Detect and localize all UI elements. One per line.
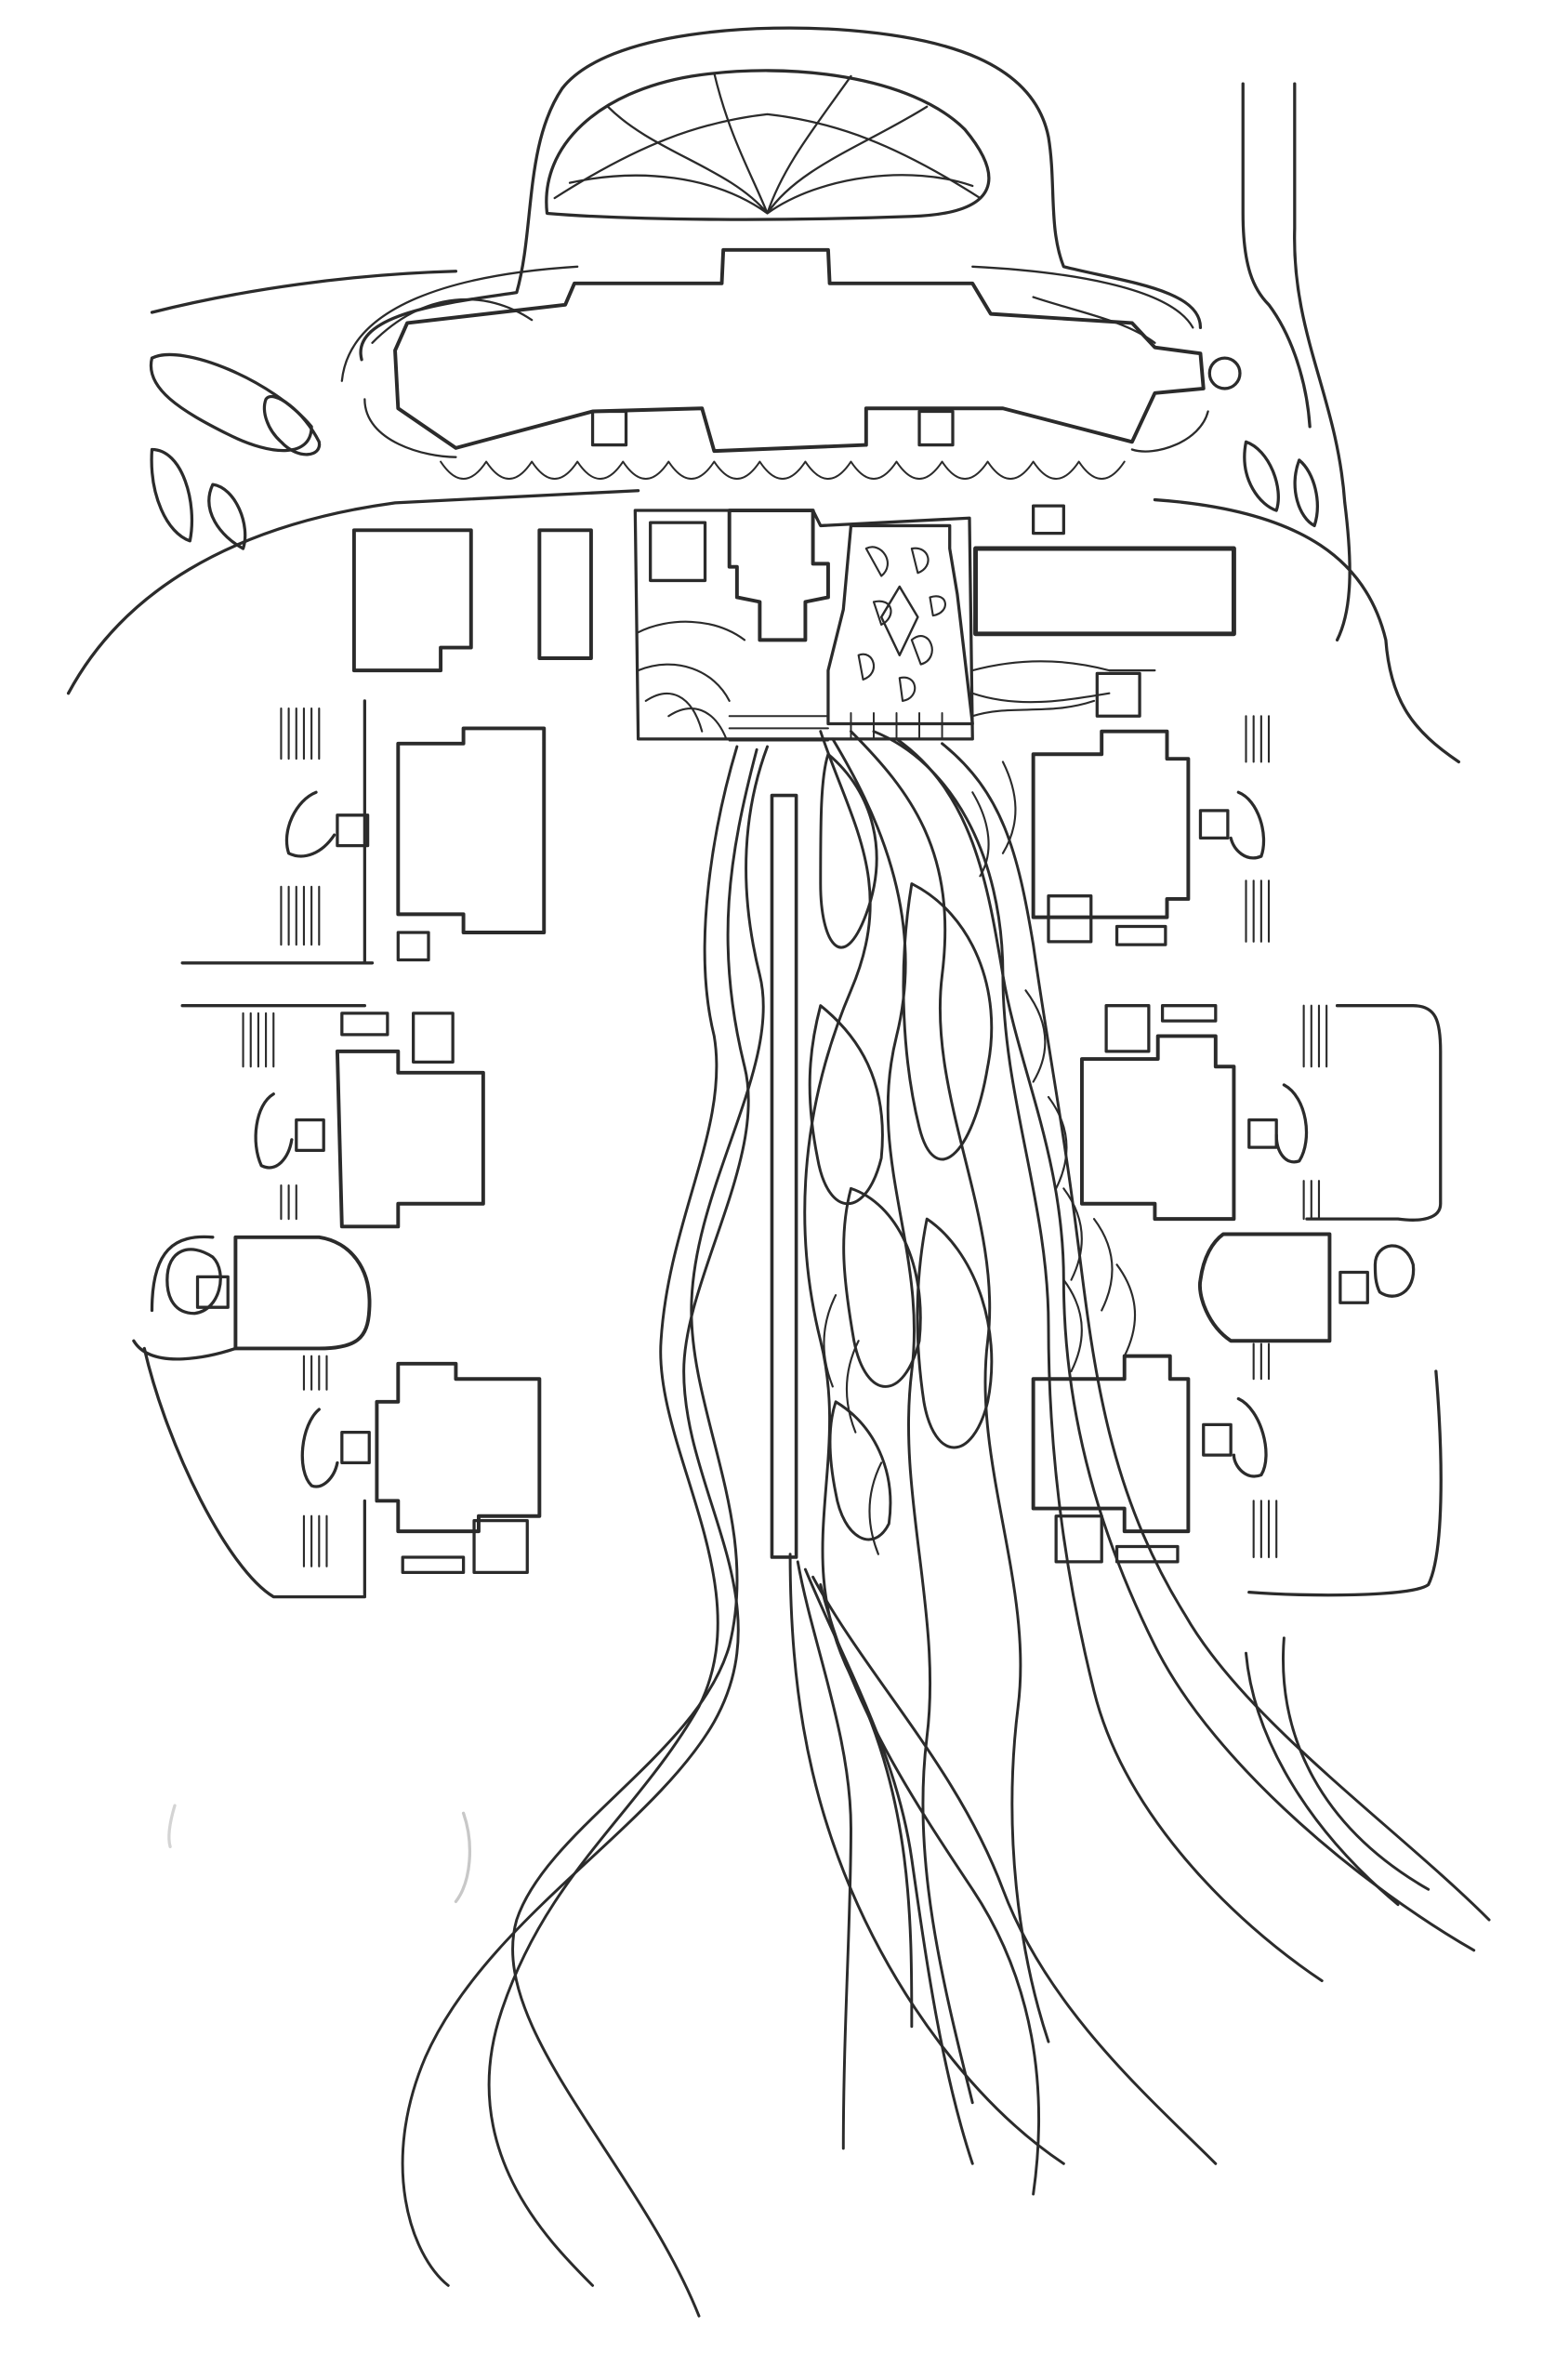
west-parking-4 bbox=[302, 1355, 328, 1567]
west-building-3-porch bbox=[195, 1275, 230, 1309]
east-parking-2 bbox=[1302, 1004, 1328, 1221]
east-building-2-shed bbox=[1160, 1004, 1218, 1023]
ribbon-leaf-shapes bbox=[808, 752, 994, 1541]
central-long-pool bbox=[770, 793, 798, 1559]
east-building-2-court bbox=[1104, 1004, 1151, 1053]
top-oval-garden bbox=[545, 69, 991, 221]
west-building-3-roundabout bbox=[132, 1235, 238, 1361]
north-building-2 bbox=[537, 528, 593, 660]
east-building-3-roundabout bbox=[1373, 1244, 1416, 1298]
west-building-4 bbox=[375, 1361, 542, 1534]
central-building-courtyard-west bbox=[590, 409, 628, 447]
west-building-1-drive bbox=[284, 790, 336, 858]
east-building-1-drive bbox=[1229, 790, 1266, 860]
east-building-4-porch bbox=[1202, 1422, 1233, 1457]
east-building-1-court bbox=[1047, 894, 1093, 944]
main-road-east bbox=[1153, 497, 1461, 764]
west-building-4-garage-1 bbox=[401, 1555, 466, 1575]
sketch-ink bbox=[66, 26, 1491, 2318]
east-island-2 bbox=[1293, 458, 1319, 528]
tentacle-ribbons bbox=[401, 730, 1491, 2318]
west-island-4 bbox=[207, 483, 247, 550]
east-building-1-shed bbox=[1114, 924, 1167, 946]
east-building-2-drive bbox=[1274, 1083, 1309, 1164]
north-plaza-steps bbox=[728, 712, 943, 742]
main-road-west bbox=[66, 270, 640, 695]
west-building-4-drive bbox=[300, 1408, 339, 1488]
west-island-3 bbox=[150, 447, 194, 543]
west-building-4-garage-2 bbox=[472, 1519, 529, 1575]
top-oval-leaf-lines bbox=[553, 72, 982, 215]
top-oval-road bbox=[359, 26, 1203, 362]
north-east-small-court bbox=[1095, 671, 1141, 718]
west-building-4-porch bbox=[340, 1430, 371, 1465]
east-road-2 bbox=[1305, 1004, 1443, 1222]
north-plaza-small-court bbox=[649, 521, 707, 583]
west-building-3 bbox=[233, 1235, 372, 1351]
east-building-1-porch bbox=[1198, 809, 1230, 840]
central-building-east-cap bbox=[1207, 356, 1242, 390]
west-parking-1 bbox=[280, 707, 321, 946]
east-road-vertical bbox=[1241, 82, 1352, 641]
west-road-lower bbox=[142, 1346, 366, 1599]
east-parking-4 bbox=[1252, 1342, 1278, 1559]
north-east-garden-lines bbox=[971, 660, 1156, 718]
ribbon-flame-accents bbox=[823, 760, 1137, 1555]
north-plaza-west-garden bbox=[637, 620, 746, 740]
north-plaza-water-garden bbox=[826, 523, 974, 726]
east-road-lower bbox=[1247, 1369, 1443, 1597]
east-building-2 bbox=[1079, 1034, 1236, 1222]
east-building-3-porch bbox=[1338, 1270, 1369, 1304]
east-island-1 bbox=[1243, 440, 1280, 512]
west-road-1 bbox=[180, 699, 375, 965]
north-plaza-water-stones bbox=[857, 546, 946, 702]
central-building-entrance-row bbox=[440, 460, 1126, 480]
east-building-4 bbox=[1031, 1354, 1191, 1534]
central-building-courtyard-east bbox=[917, 409, 955, 447]
north-plaza-building bbox=[727, 509, 830, 642]
east-building-2-porch bbox=[1247, 1117, 1278, 1149]
east-parking-1 bbox=[1245, 715, 1271, 943]
west-building-2-court bbox=[412, 1012, 455, 1064]
east-building-4-court bbox=[1054, 1514, 1103, 1564]
west-building-1-porch bbox=[336, 813, 370, 848]
north-east-gate bbox=[1032, 504, 1065, 536]
west-island-2 bbox=[262, 394, 321, 456]
west-parking-2 bbox=[242, 1012, 297, 1221]
north-plaza-diamond bbox=[879, 585, 919, 656]
faint-stray-mark-1 bbox=[454, 1811, 471, 1904]
north-east-long-building bbox=[973, 546, 1236, 637]
central-building-outline bbox=[393, 247, 1206, 454]
west-building-2-porch bbox=[295, 1117, 325, 1153]
west-building-2 bbox=[335, 1049, 485, 1229]
faint-stray-mark-2 bbox=[167, 1804, 177, 1849]
east-building-4-drive bbox=[1232, 1396, 1268, 1478]
central-building-garden bbox=[340, 265, 1209, 458]
east-building-3 bbox=[1197, 1232, 1332, 1343]
west-building-2-shed bbox=[340, 1012, 389, 1037]
north-building-1 bbox=[351, 528, 473, 673]
west-building-1-garage bbox=[396, 931, 430, 962]
west-island-1 bbox=[149, 352, 313, 453]
west-building-1 bbox=[396, 726, 547, 934]
east-building-1 bbox=[1031, 729, 1191, 919]
west-building-2-drive bbox=[254, 1092, 294, 1170]
